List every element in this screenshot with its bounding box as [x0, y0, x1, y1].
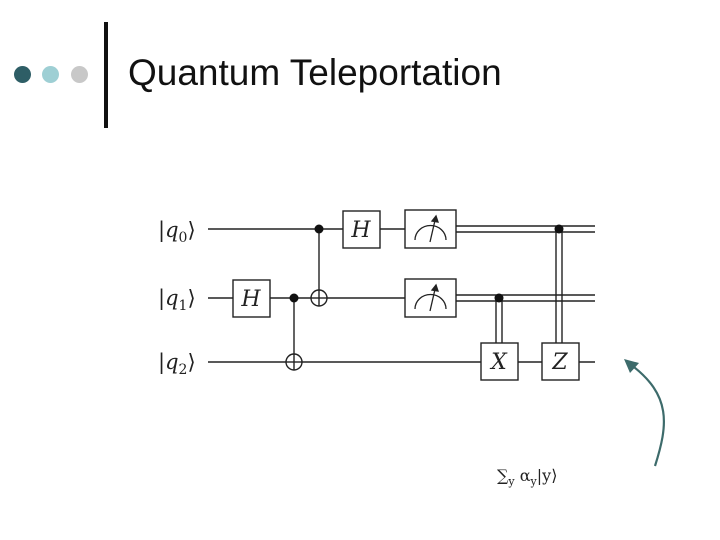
slide-title: Quantum Teleportation [128, 52, 502, 93]
h-gate-q0 [342, 210, 381, 249]
x-gate [480, 342, 519, 381]
control-dot-z [554, 224, 564, 234]
control-dot-cnot-1 [289, 293, 299, 303]
nav-dot-light [42, 66, 59, 83]
meter-icon-q1 [414, 283, 447, 312]
measure-box-q0 [404, 209, 457, 249]
control-dot-x [494, 293, 504, 303]
z-gate-label: Z [551, 350, 568, 375]
x-gate-label: X [489, 350, 508, 375]
h-gate-q1-label: H [240, 287, 261, 312]
state-expression: ∑y αy|y⟩ [497, 466, 558, 489]
nav-dot-gray [71, 66, 88, 83]
arrowhead-icon [624, 359, 639, 373]
control-dot-cnot-2 [314, 224, 324, 234]
qubit-label-q2: |q2⟩ [158, 350, 196, 379]
nav-dot-dark [14, 66, 31, 83]
annotation-arrow [629, 363, 665, 467]
measure-box-q1 [404, 278, 457, 318]
h-gate-q0-label: H [350, 218, 371, 243]
qubit-label-q0: |q0⟩ [158, 218, 196, 247]
h-gate-q1 [232, 279, 271, 318]
qubit-label-q1: |q1⟩ [158, 286, 196, 315]
meter-icon-q0 [414, 214, 447, 243]
z-gate [541, 342, 580, 381]
title-divider [104, 22, 108, 128]
